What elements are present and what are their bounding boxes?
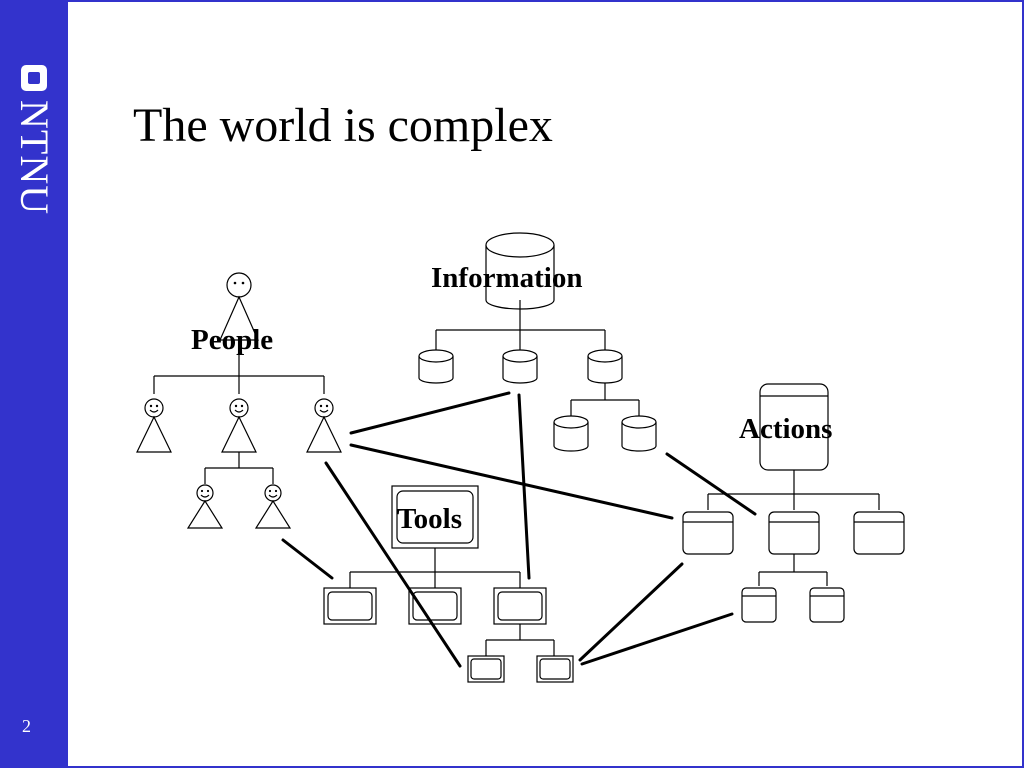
database-icon	[587, 349, 623, 384]
tool-icon	[467, 655, 505, 683]
actions-label: Actions	[739, 413, 832, 445]
information-tree: Information	[418, 232, 657, 452]
tools-tree: Tools	[323, 485, 574, 683]
person-icon	[186, 484, 224, 529]
person-icon	[221, 398, 257, 453]
tools-label: Tools	[397, 503, 462, 535]
tool-icon	[493, 587, 547, 625]
person-icon	[306, 398, 342, 453]
database-icon	[553, 415, 589, 452]
person-icon	[136, 398, 172, 453]
person-icon	[254, 484, 292, 529]
link-person-to-action	[349, 443, 674, 520]
link-info-to-action	[665, 452, 757, 516]
slide-title: The world is complex	[133, 99, 553, 152]
actions-tree: Actions	[682, 383, 905, 623]
action-icon	[682, 511, 734, 555]
database-icon	[621, 415, 657, 452]
right-border	[1022, 0, 1024, 768]
action-icon	[853, 511, 905, 555]
link-tool-to-action	[578, 562, 684, 662]
tool-icon	[391, 485, 479, 549]
tool-icon	[323, 587, 377, 625]
action-icon	[759, 383, 829, 471]
information-label: Information	[431, 262, 582, 294]
sidebar: NTNU 2	[0, 0, 68, 768]
link-tool-to-action	[580, 612, 734, 666]
top-border	[0, 0, 1024, 2]
database-icon	[418, 349, 454, 384]
tool-icon	[536, 655, 574, 683]
page-number: 2	[22, 716, 31, 736]
cross-links	[281, 391, 757, 668]
action-icon	[768, 511, 820, 555]
ntnu-logo-text: NTNU	[12, 100, 57, 216]
people-tree: People	[136, 272, 342, 529]
tool-icon	[408, 587, 462, 625]
action-icon	[741, 587, 777, 623]
link-info-to-tool	[517, 393, 531, 580]
link-person-to-tool	[324, 461, 462, 668]
database-icon	[502, 349, 538, 384]
link-person-to-info	[349, 391, 511, 435]
bottom-border	[0, 766, 1024, 768]
link-person-to-tool	[281, 538, 334, 580]
database-icon	[485, 232, 555, 310]
action-icon	[809, 587, 845, 623]
people-label: People	[191, 324, 273, 356]
ntnu-logo-icon	[21, 65, 47, 91]
